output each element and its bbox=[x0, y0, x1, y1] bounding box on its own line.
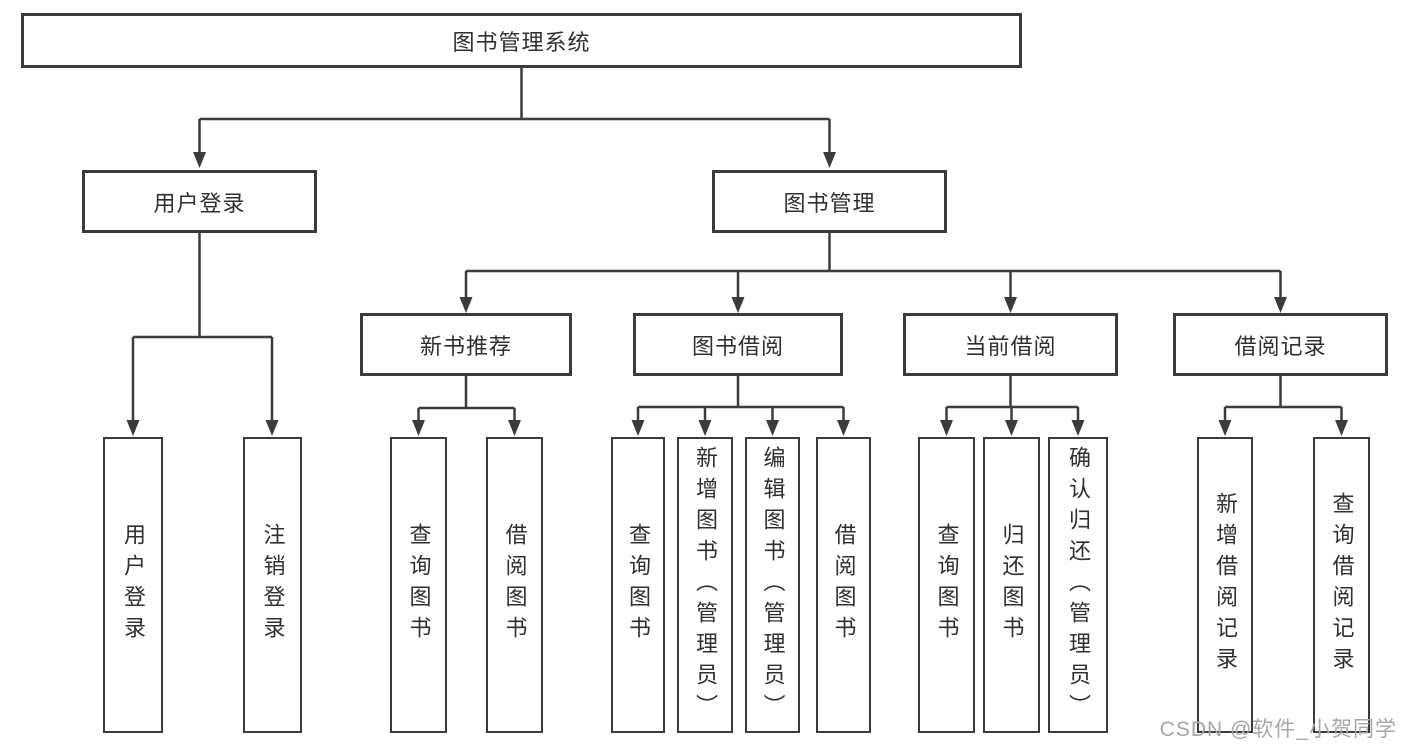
node-label: 图书借阅 bbox=[691, 333, 784, 359]
node-label: 查询图书 bbox=[626, 523, 651, 647]
arrowhead-icons bbox=[126, 152, 1348, 436]
node-leaf-query-books-borrow: 查询图书 bbox=[611, 437, 665, 733]
node-label: 图书管理 bbox=[783, 190, 876, 216]
node-label: 借阅图书 bbox=[831, 523, 857, 647]
node-label: 用户登录 bbox=[121, 523, 146, 647]
node-leaf-borrow-books-recommend: 借阅图书 bbox=[486, 437, 543, 733]
node-leaf-query-books-recommend: 查询图书 bbox=[390, 437, 447, 733]
node-label: 查询图书 bbox=[934, 523, 960, 647]
node-label: 编辑图书（管理员） bbox=[760, 445, 786, 725]
node-label: 确认归还（管理员） bbox=[1066, 445, 1091, 725]
node-book-borrowing: 图书借阅 bbox=[633, 313, 843, 376]
node-current-borrowing: 当前借阅 bbox=[903, 313, 1118, 376]
node-label: 借阅图书 bbox=[502, 523, 528, 647]
node-label: 归还图书 bbox=[999, 523, 1025, 647]
node-label: 查询图书 bbox=[406, 523, 432, 647]
node-leaf-return-book: 归还图书 bbox=[983, 437, 1040, 733]
node-leaf-edit-book-admin: 编辑图书（管理员） bbox=[745, 437, 800, 733]
node-label: 查询借阅记录 bbox=[1329, 492, 1355, 678]
node-leaf-query-books-current: 查询图书 bbox=[918, 437, 975, 733]
node-book-management: 图书管理 bbox=[712, 170, 947, 233]
node-leaf-confirm-return-admin: 确认归还（管理员） bbox=[1048, 437, 1108, 733]
node-leaf-logout: 注销登录 bbox=[243, 437, 302, 733]
node-label: 图书管理系统 bbox=[452, 29, 591, 55]
node-root-library-system: 图书管理系统 bbox=[21, 13, 1022, 68]
node-new-book-recommend: 新书推荐 bbox=[360, 313, 572, 376]
node-label: 用户登录 bbox=[153, 190, 246, 216]
node-leaf-add-borrow-record: 新增借阅记录 bbox=[1197, 437, 1253, 733]
node-user-login: 用户登录 bbox=[82, 170, 317, 233]
node-leaf-borrow-books: 借阅图书 bbox=[816, 437, 871, 733]
node-label: 借阅记录 bbox=[1234, 333, 1327, 359]
node-label: 当前借阅 bbox=[964, 333, 1057, 359]
node-label: 新增图书（管理员） bbox=[693, 445, 718, 725]
node-label: 新书推荐 bbox=[419, 333, 512, 359]
node-label: 注销登录 bbox=[260, 523, 286, 647]
node-borrowing-records: 借阅记录 bbox=[1173, 313, 1388, 376]
node-leaf-add-book-admin: 新增图书（管理员） bbox=[677, 437, 733, 733]
node-leaf-user-login: 用户登录 bbox=[103, 437, 163, 733]
node-leaf-query-borrow-record: 查询借阅记录 bbox=[1313, 437, 1370, 733]
node-label: 新增借阅记录 bbox=[1213, 492, 1238, 678]
